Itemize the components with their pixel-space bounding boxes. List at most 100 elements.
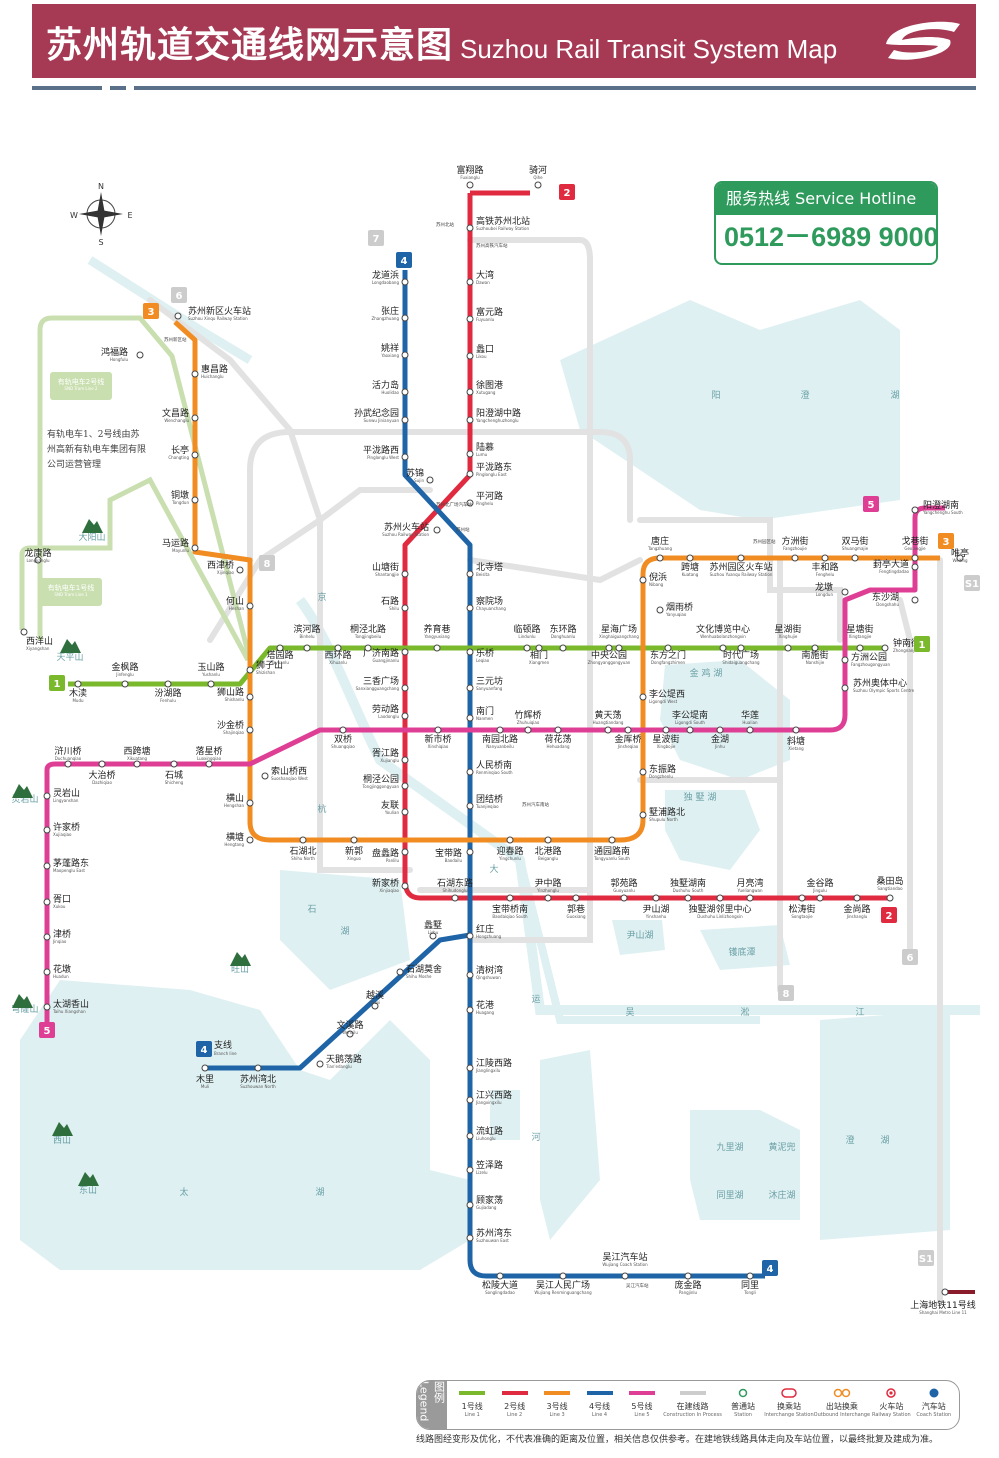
- station-dot[interactable]: [656, 606, 664, 614]
- station-dot[interactable]: [466, 684, 474, 692]
- station-dot[interactable]: [853, 894, 861, 902]
- station-dot[interactable]: [956, 554, 964, 562]
- station-dot[interactable]: [559, 1272, 567, 1280]
- station-dot[interactable]: [466, 932, 474, 940]
- station-dot[interactable]: [401, 314, 409, 322]
- station-dot[interactable]: [426, 476, 434, 484]
- station-dot[interactable]: [466, 1166, 474, 1174]
- station-dot[interactable]: [841, 588, 849, 596]
- station-dot[interactable]: [364, 644, 372, 652]
- station-dot[interactable]: [371, 1002, 379, 1010]
- station-dot[interactable]: [684, 1272, 692, 1280]
- station-dot[interactable]: [554, 726, 562, 734]
- station-dot[interactable]: [246, 693, 254, 701]
- station-dot[interactable]: [64, 760, 72, 768]
- station-dot[interactable]: [433, 644, 441, 652]
- station-dot[interactable]: [396, 968, 404, 976]
- station-dot[interactable]: [816, 894, 824, 902]
- station-dot[interactable]: [191, 370, 199, 378]
- station-dot[interactable]: [535, 644, 543, 652]
- station-dot[interactable]: [466, 278, 474, 286]
- station-dot[interactable]: [523, 644, 531, 652]
- station-dot[interactable]: [798, 894, 806, 902]
- station-dot[interactable]: [466, 499, 474, 507]
- station-dot[interactable]: [466, 352, 474, 360]
- station-dot[interactable]: [656, 554, 664, 562]
- station-dot[interactable]: [20, 628, 28, 636]
- station-dot[interactable]: [339, 726, 347, 734]
- station-dot[interactable]: [43, 933, 51, 941]
- station-dot[interactable]: [466, 1234, 474, 1242]
- station-dot[interactable]: [164, 680, 172, 688]
- station-dot[interactable]: [605, 644, 613, 652]
- station-dot[interactable]: [851, 554, 859, 562]
- station-dot[interactable]: [624, 726, 632, 734]
- station-dot[interactable]: [639, 768, 647, 776]
- station-dot[interactable]: [401, 648, 409, 656]
- station-dot[interactable]: [506, 836, 514, 844]
- station-dot[interactable]: [466, 714, 474, 722]
- station-dot[interactable]: [466, 315, 474, 323]
- station-dot[interactable]: [716, 726, 724, 734]
- station-dot[interactable]: [401, 570, 409, 578]
- station-dot[interactable]: [191, 544, 199, 552]
- station-dot[interactable]: [821, 554, 829, 562]
- station-dot[interactable]: [43, 862, 51, 870]
- station-dot[interactable]: [429, 932, 437, 940]
- station-dot[interactable]: [496, 1272, 504, 1280]
- station-dot[interactable]: [207, 680, 215, 688]
- station-dot[interactable]: [133, 760, 141, 768]
- station-dot[interactable]: [466, 971, 474, 979]
- station-dot[interactable]: [466, 802, 474, 810]
- station-dot[interactable]: [881, 644, 889, 652]
- station-dot[interactable]: [43, 792, 51, 800]
- station-dot[interactable]: [401, 351, 409, 359]
- station-dot[interactable]: [792, 726, 800, 734]
- station-dot[interactable]: [620, 894, 628, 902]
- station-dot[interactable]: [246, 799, 254, 807]
- station-dot[interactable]: [686, 554, 694, 562]
- station-dot[interactable]: [191, 496, 199, 504]
- station-dot[interactable]: [856, 644, 864, 652]
- station-dot[interactable]: [174, 312, 182, 320]
- station-dot[interactable]: [466, 648, 474, 656]
- station-dot[interactable]: [544, 836, 552, 844]
- station-dot[interactable]: [737, 644, 745, 652]
- station-dot[interactable]: [466, 1096, 474, 1104]
- station-dot[interactable]: [524, 726, 532, 734]
- station-dot[interactable]: [466, 470, 474, 478]
- station-dot[interactable]: [401, 756, 409, 764]
- station-dot[interactable]: [34, 556, 42, 564]
- station-dot[interactable]: [639, 576, 647, 584]
- station-dot[interactable]: [466, 1132, 474, 1140]
- station-dot[interactable]: [911, 596, 919, 604]
- station-dot[interactable]: [604, 726, 612, 734]
- station-dot[interactable]: [236, 566, 244, 574]
- station-dot[interactable]: [496, 726, 504, 734]
- station-dot[interactable]: [841, 656, 849, 664]
- station-dot[interactable]: [246, 726, 254, 734]
- station-dot[interactable]: [572, 894, 580, 902]
- station-dot[interactable]: [121, 680, 129, 688]
- station-dot[interactable]: [401, 416, 409, 424]
- station-dot[interactable]: [466, 570, 474, 578]
- station-dot[interactable]: [466, 181, 474, 189]
- station-dot[interactable]: [615, 644, 623, 652]
- station-dot[interactable]: [43, 826, 51, 834]
- station-dot[interactable]: [746, 726, 754, 734]
- station-dot[interactable]: [170, 760, 178, 768]
- station-dot[interactable]: [466, 848, 474, 856]
- station-dot[interactable]: [544, 894, 552, 902]
- station-dot[interactable]: [466, 416, 474, 424]
- station-dot[interactable]: [466, 450, 474, 458]
- station-dot[interactable]: [401, 882, 409, 890]
- station-dot[interactable]: [746, 1272, 754, 1280]
- station-dot[interactable]: [662, 726, 670, 734]
- station-dot[interactable]: [350, 836, 358, 844]
- station-dot[interactable]: [401, 453, 409, 461]
- station-dot[interactable]: [559, 644, 567, 652]
- station-dot[interactable]: [791, 554, 799, 562]
- station-dot[interactable]: [43, 968, 51, 976]
- station-dot[interactable]: [433, 526, 441, 534]
- station-dot[interactable]: [401, 278, 409, 286]
